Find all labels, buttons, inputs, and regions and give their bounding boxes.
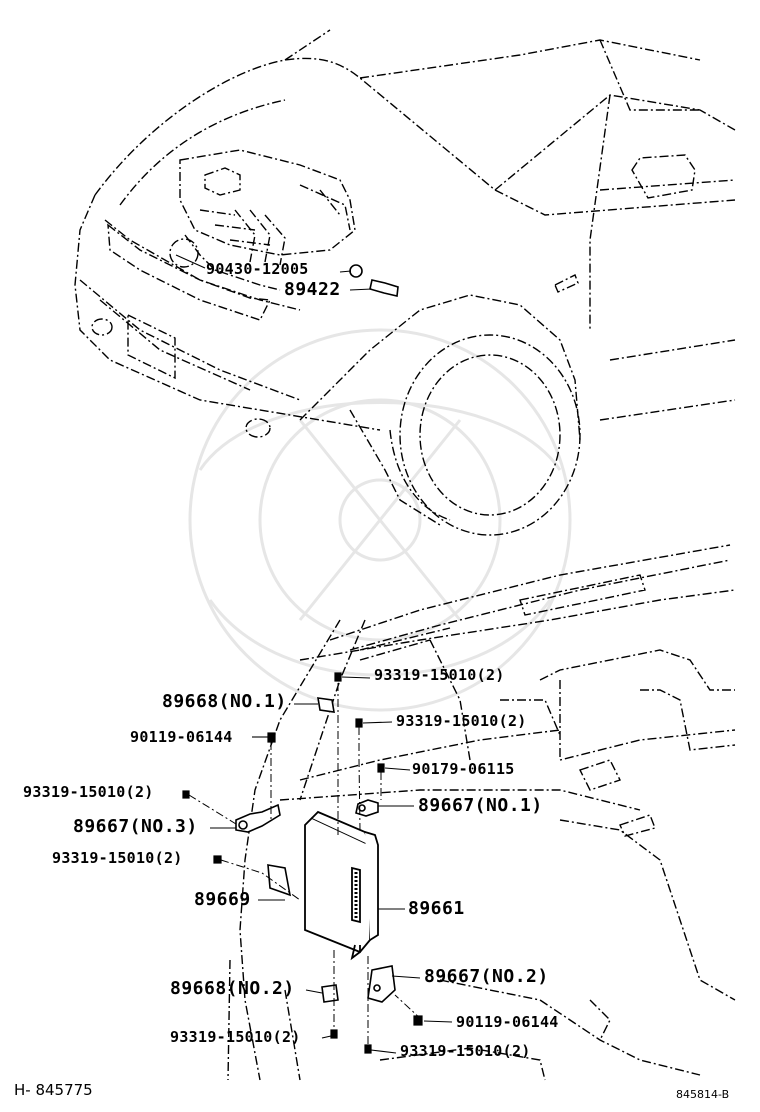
label-93319-15010-left2: 93319-15010(2) xyxy=(52,849,183,867)
label-89669: 89669 xyxy=(194,889,251,910)
label-89667-no3: 89667(NO.3) xyxy=(73,816,198,837)
footer-right-code: 845814-B xyxy=(676,1088,730,1101)
leader-lines xyxy=(175,254,453,1054)
label-89661: 89661 xyxy=(408,898,465,919)
ecu-module-89661 xyxy=(304,810,379,961)
label-89667-no1: 89667(NO.1) xyxy=(418,795,543,816)
label-93319-15010-bottom-right: 93319-15010(2) xyxy=(400,1042,531,1060)
sensor-89422-part xyxy=(349,264,399,297)
label-89668-no1: 89668(NO.1) xyxy=(162,691,287,712)
label-93319-15010-mid: 93319-15010(2) xyxy=(396,712,527,730)
label-89668-no2: 89668(NO.2) xyxy=(170,978,295,999)
label-93319-15010-top: 93319-15010(2) xyxy=(374,666,505,684)
bracket-parts xyxy=(235,697,396,1003)
footer-left-code: H- 845775 xyxy=(14,1081,93,1099)
assembly-guide-lines xyxy=(188,683,423,1045)
label-90119-06144-bottom: 90119-06144 xyxy=(456,1013,559,1031)
label-90119-06144-top: 90119-06144 xyxy=(130,728,233,746)
label-93319-15010-bottom-left: 93319-15010(2) xyxy=(170,1028,301,1046)
label-90179-06115: 90179-06115 xyxy=(412,760,515,778)
label-90430-12005: 90430-12005 xyxy=(206,260,309,278)
label-93319-15010-left1: 93319-15010(2) xyxy=(23,783,154,801)
watermark-emblem xyxy=(188,328,572,712)
label-89422: 89422 xyxy=(284,279,341,300)
label-89667-no2: 89667(NO.2) xyxy=(424,966,549,987)
car-front-illustration xyxy=(74,29,736,536)
